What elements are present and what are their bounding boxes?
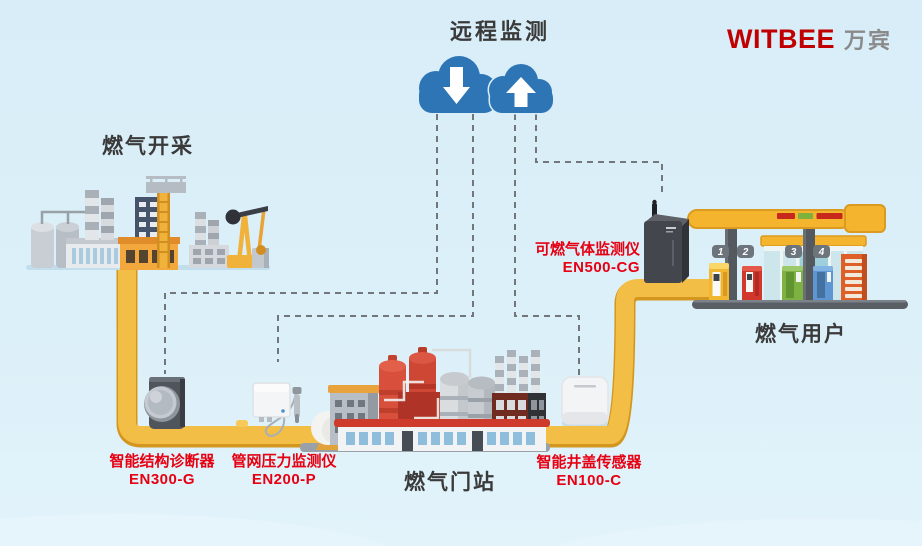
device-label-en100c: 智能井盖传感器 EN100-C: [528, 454, 650, 490]
device-model-en500cg: EN500-CG: [562, 259, 640, 276]
download-arrow-icon: [443, 67, 470, 104]
device-name-en100c: 智能井盖传感器: [536, 454, 642, 471]
link-cloud-to-en500cg: [535, 114, 663, 192]
pump-badge-3: 3: [791, 247, 797, 258]
brand-logo-primary: WITBEE: [726, 24, 835, 54]
upload-arrow-icon: [506, 77, 536, 107]
extraction-site-label: 燃气开采: [102, 135, 194, 158]
device-en200p: [252, 382, 302, 437]
pump-number-badges: 1 2 3 4: [712, 245, 830, 258]
gate-station-illustration: [300, 347, 550, 452]
brand-logo: WITBEE 万宾: [727, 23, 892, 55]
device-model-en100c: EN100-C: [556, 472, 622, 489]
oil-pumpjack-icon: [225, 206, 269, 268]
cloud-download-icon: [419, 56, 497, 113]
device-name-en200p: 管网压力监测仪: [231, 453, 337, 470]
device-en100c: [561, 376, 609, 426]
link-cloud-to-en100c: [514, 114, 580, 375]
device-label-en500cg: 可燃气体监测仪 EN500-CG: [514, 241, 640, 277]
extraction-plant-illustration: [26, 176, 270, 270]
device-name-en300g: 智能结构诊断器: [109, 453, 215, 470]
brand-logo-secondary: 万宾: [843, 28, 892, 53]
background-hills: [0, 514, 922, 546]
cloud-upload-icon: [487, 62, 555, 115]
device-en500cg: [644, 199, 689, 283]
device-model-en300g: EN300-G: [128, 471, 196, 488]
device-label-en200p: 管网压力监测仪 EN200-P: [224, 453, 344, 489]
canopy-light-green: [798, 213, 813, 219]
device-model-en200p: EN200-P: [251, 471, 317, 488]
device-en300g: [144, 377, 185, 429]
pump-badge-2: 2: [742, 247, 749, 258]
link-cloud-to-en300g: [164, 114, 438, 374]
gas-users-label: 燃气用户: [755, 323, 847, 346]
gas-pipeline: [116, 262, 712, 448]
canopy-light-red-right: [816, 213, 843, 219]
pump-badge-4: 4: [818, 247, 825, 258]
page-title: 远程监测: [449, 19, 550, 44]
device-label-en300g: 智能结构诊断器 EN300-G: [97, 453, 227, 489]
pump-badge-1: 1: [718, 247, 724, 258]
canopy-light-red-left: [777, 213, 795, 219]
gas-station-illustration: 1 2 3 4: [687, 204, 908, 309]
fuel-pumps: [709, 263, 833, 302]
pipe-collar: [236, 420, 248, 427]
link-cloud-to-en200p: [277, 114, 474, 362]
device-name-en500cg: 可燃气体监测仪: [534, 241, 640, 258]
gate-station-label: 燃气门站: [404, 471, 496, 494]
